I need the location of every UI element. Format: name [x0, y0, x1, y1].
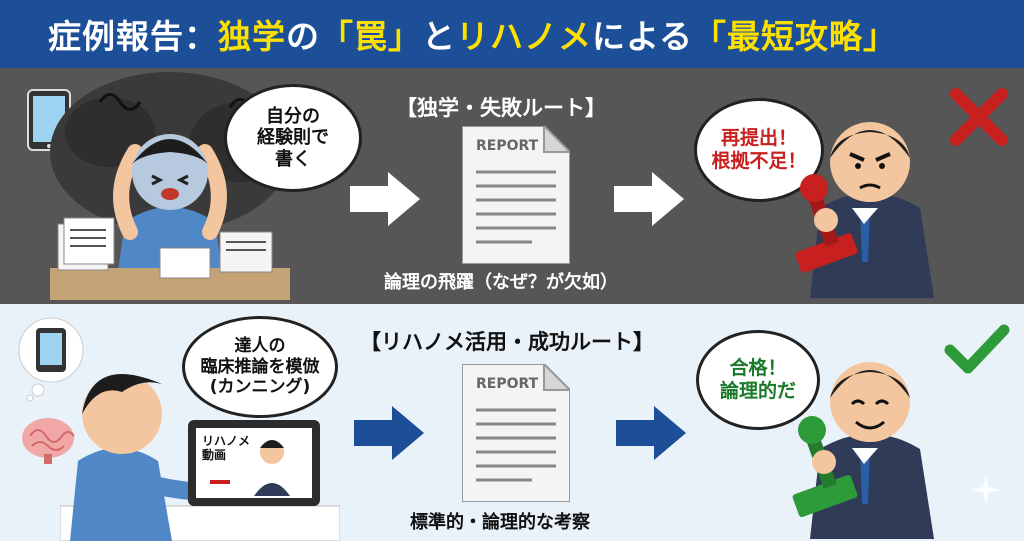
success-route-title: 【リハノメ活用・成功ルート】: [360, 330, 654, 354]
success-caption: 標準的・論理的な考察: [410, 512, 590, 533]
title-part-selfstudy: 独学: [218, 17, 286, 56]
red-cross-icon: [950, 88, 1008, 146]
arrow-right-icon: [616, 406, 686, 460]
title-banner: 症例報告： 独学 の 「罠」 と リハノメ による 「最短攻略」: [0, 0, 1024, 68]
brain-icon: [22, 418, 75, 464]
studying-student-illustration: [60, 374, 340, 541]
title-part-niyoru: による: [592, 17, 694, 56]
success-route-panel: リハノメ 動画 達人の 臨床推論を模倣 (カンニング) 【リハノメ活用・成功ルー…: [0, 304, 1024, 541]
angry-reviewer-illustration: [795, 122, 934, 298]
report-document-icon: REPORT: [462, 126, 570, 264]
video-screen-label: リハノメ 動画: [202, 434, 251, 463]
tablet-icon: [27, 89, 71, 151]
arrow-right-icon: [354, 406, 424, 460]
failure-caption: 論理の飛躍（なぜ？が欠如）: [384, 272, 618, 293]
failure-route-title: 【独学・失敗ルート】: [396, 96, 606, 120]
title-part-rehanome: リハノメ: [456, 17, 592, 56]
reviewer-approval-bubble: 合格！ 論理的だ: [696, 330, 820, 430]
student-speech-bubble: 達人の 臨床推論を模倣 (カンニング): [182, 316, 338, 418]
title-part-to: と: [422, 17, 456, 56]
sparkle-icon: [972, 476, 1000, 504]
arrow-right-icon: [614, 172, 684, 226]
title-part-shortest: 「最短攻略」: [693, 17, 898, 56]
title-part-report: 症例報告：: [48, 17, 218, 56]
failure-route-panel: 自分の 経験則で 書く 【独学・失敗ルート】 REPORT 論理の飛躍（なぜ？が…: [0, 68, 1024, 304]
report-label: REPORT: [476, 138, 539, 154]
tablet-thought-icon: [18, 317, 84, 402]
happy-reviewer-illustration: [792, 362, 934, 539]
report-document-icon: REPORT: [462, 364, 570, 502]
arrow-right-icon: [350, 172, 420, 226]
green-check-icon: [944, 324, 1010, 374]
student-thought-bubble: 自分の 経験則で 書く: [224, 84, 362, 192]
report-label: REPORT: [476, 376, 539, 392]
title-part-trap: 「罠」: [320, 17, 422, 56]
title-part-no: の: [286, 17, 320, 56]
